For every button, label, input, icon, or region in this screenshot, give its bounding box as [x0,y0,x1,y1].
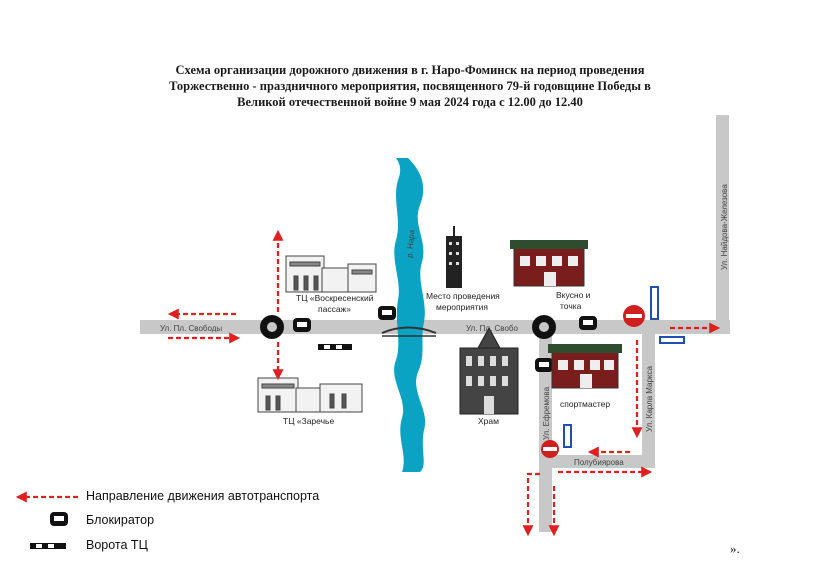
legend-direction-label: Направление движения автотранспорта [86,489,320,503]
road-efremova [539,332,552,532]
label-pl-svobody-right: Ул. Пл. Свобо [466,324,518,333]
label-polubiyarova: Полубиярова [574,458,624,467]
label-tc-zarechye: ТЦ «Заречье [283,416,334,426]
legend-gate-icon [30,543,66,549]
roundabout-right [532,315,556,339]
direction-arrows [167,229,721,537]
trailing-quote: ». [730,541,740,556]
building-event-tower [446,226,462,288]
blocker-icon [378,306,396,320]
no-entry-sign-icon [623,305,645,327]
building-sportmaster [548,344,622,389]
title-line-1: Схема организации дорожного движения в г… [175,63,645,77]
title-line-3: Великой отечественной войне 9 мая 2024 г… [237,95,583,109]
label-event-place-2: мероприятия [436,302,488,312]
label-naydova: Ул. Найдова-Железова [720,184,729,270]
label-nara: р. Нара [405,229,416,258]
title-line-2: Торжественно - праздничного мероприятия,… [169,79,651,93]
blocker-icon [293,318,311,332]
roundabout-left [260,315,284,339]
building-hram [459,326,519,415]
legend-gate-label: Ворота ТЦ [86,538,148,552]
bridge [381,326,437,337]
label-sportmaster: спортмастер [560,399,610,409]
barrier-icon [563,286,685,448]
label-tc-voskresensky-1: ТЦ «Воскресенский [296,293,374,303]
road-naydova [716,115,729,332]
map-title: Схема организации дорожного движения в г… [110,62,710,110]
building-vkusno-i-tochka [510,240,588,287]
label-efremova: Ул. Ефремова [542,386,551,440]
label-pl-svobody-left: Ул. Пл. Свободы [160,324,222,333]
blocker-icon [535,358,553,372]
no-entry-sign-icon [541,440,559,458]
road-karla-marksa [642,332,655,462]
legend-blocker-label: Блокиратор [86,513,155,527]
gate-tc [318,344,352,350]
label-vkusno-2: точка [560,301,582,311]
label-event-place-1: Место проведения [426,291,500,301]
label-vkusno-1: Вкусно и [556,290,591,300]
label-karla-marksa: Ул. Карла Маркса [645,365,654,432]
label-tc-voskresensky-2: пассаж» [318,304,351,314]
building-tc-zarechye [257,377,363,413]
building-tc-voskresensky [285,255,377,293]
road-polubiyarova [539,455,655,468]
legend-blocker-icon [50,512,68,526]
label-hram: Храм [478,416,499,426]
blocker-icon [579,316,597,330]
river-nara [394,158,426,472]
